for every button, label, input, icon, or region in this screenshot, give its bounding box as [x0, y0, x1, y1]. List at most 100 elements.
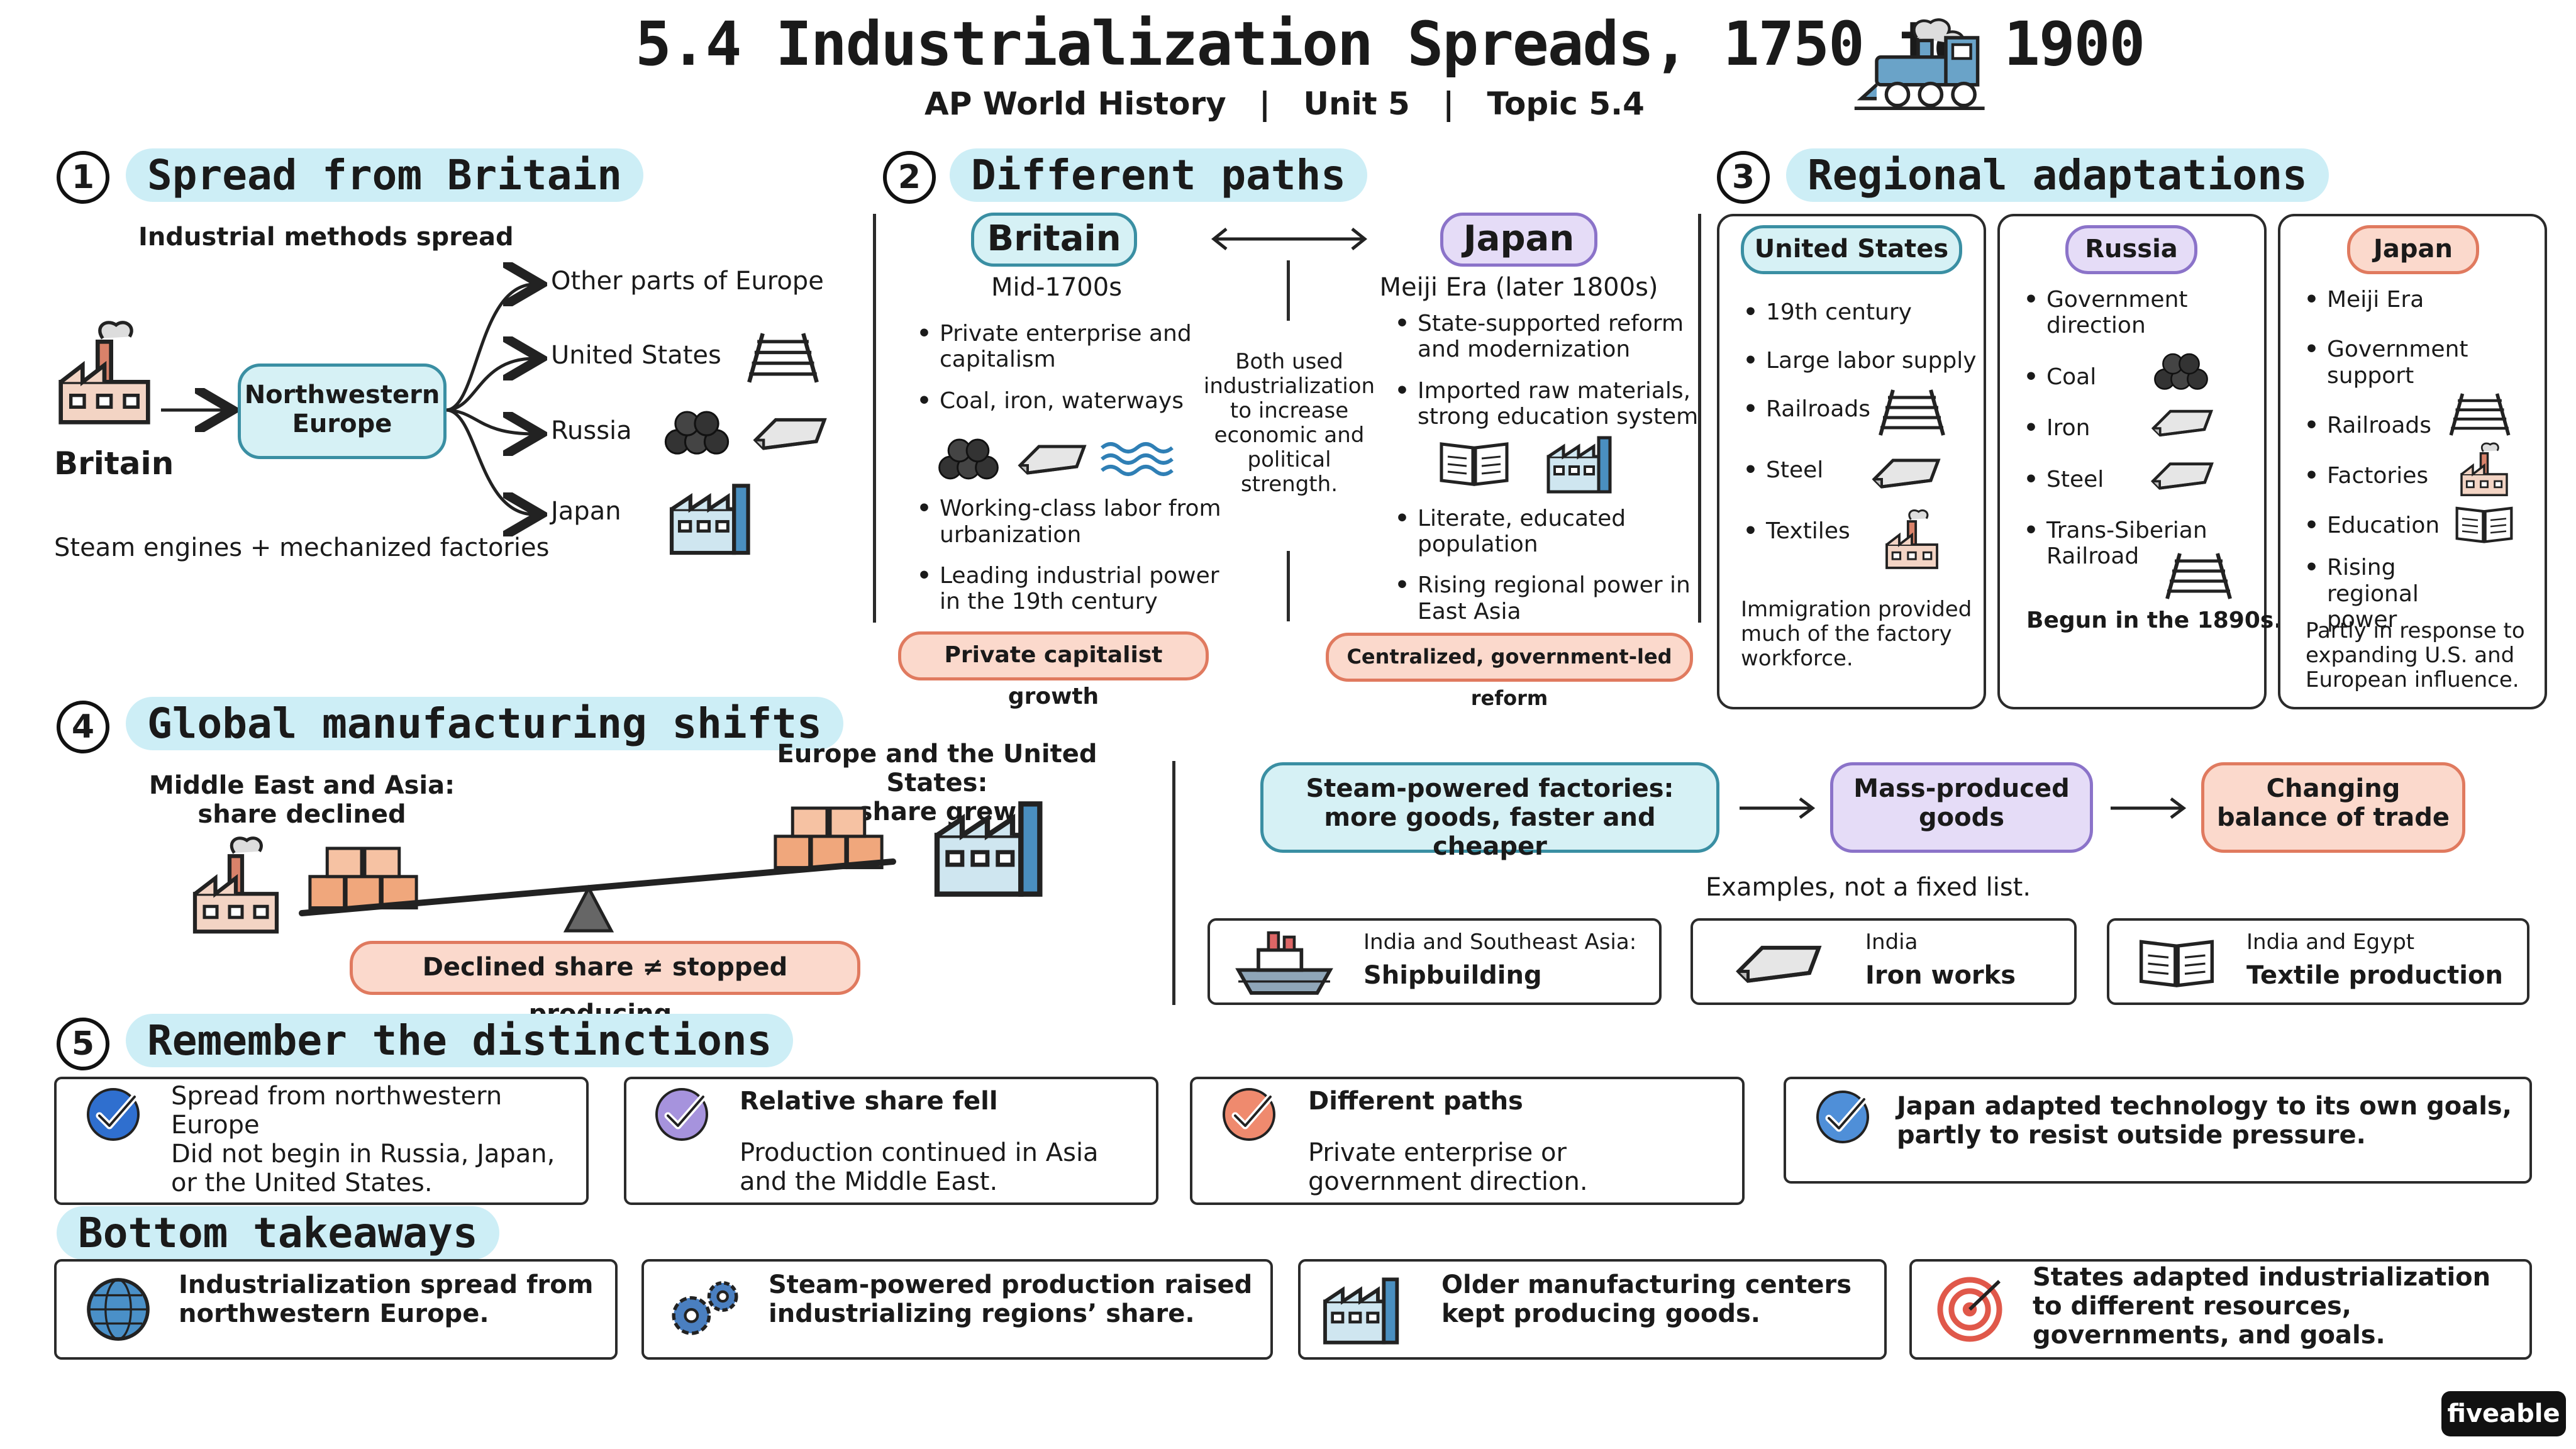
takeaway-card	[1909, 1259, 2532, 1360]
section-2-number: 2	[883, 151, 936, 204]
railroad-track-icon	[742, 331, 824, 385]
britain-bullet: Private enterprise and capitalism	[917, 321, 1235, 373]
steel-beams-icon	[2147, 450, 2216, 501]
spread-caption-bottom: Steam engines + mechanized factories	[54, 533, 550, 562]
old-factory-icon	[2453, 440, 2516, 497]
flow-balance-of-trade: Changing balance of trade	[2201, 762, 2465, 853]
takeaway-text: Steam-powered production raised industri…	[769, 1270, 1253, 1328]
us-item: Large labor supply	[1743, 348, 2005, 374]
target-icon	[1935, 1274, 2005, 1345]
japan-region-label: Japan	[2347, 225, 2479, 274]
factory-icon	[1321, 1272, 1409, 1346]
japan-tag: Centralized, government-led reform	[1326, 633, 1693, 710]
divider-sec4	[1172, 761, 1175, 1005]
middle-connector-bottom	[1287, 551, 1290, 621]
flow-line: Steam-powered factories:	[1306, 774, 1674, 803]
distinction-body: Japan adapted technology to its own goal…	[1897, 1092, 2512, 1150]
note-line: Both used	[1235, 349, 1343, 374]
britain-bullets: Private enterprise and capitalism Coal, …	[912, 321, 1235, 630]
target-japan: Japan	[551, 497, 621, 526]
us-item: Railroads	[1743, 396, 2005, 422]
us-item: Steel	[1743, 457, 2005, 483]
coal-icon	[658, 405, 736, 458]
section-5-number: 5	[57, 1018, 109, 1070]
iron-ingot-icon	[2147, 400, 2216, 445]
japan-bullets: State-supported reform and modernization…	[1390, 311, 1713, 640]
check-icon	[82, 1083, 145, 1146]
japan-bullet: Literate, educated population	[1395, 506, 1713, 558]
example-item: Iron works	[1865, 961, 2016, 990]
russia-item: Iron	[2024, 415, 2273, 441]
russia-label: Russia	[2065, 225, 2197, 274]
britain-bullet: Leading industrial power in the 19th cen…	[917, 563, 1235, 615]
section-5-title: Remember the distinctions	[126, 1014, 794, 1067]
britain-bullet: Working-class labor from urbanization	[917, 496, 1235, 548]
us-item: Textiles	[1743, 518, 2005, 544]
japan-item: Factories	[2304, 463, 2516, 489]
hub-line-2: Europe	[292, 409, 392, 438]
takeaway-card	[641, 1259, 1273, 1360]
note-line: political	[1247, 447, 1331, 473]
book-icon	[2453, 501, 2516, 547]
japan-bullet: Rising regional power in East Asia	[1395, 572, 1713, 625]
waves-icon	[1097, 433, 1175, 483]
japan-items: Meiji Era Government support Railroads F…	[2299, 287, 2516, 648]
check-icon	[1811, 1085, 1874, 1148]
double-arrow-icon	[1211, 228, 1368, 250]
iron-ingot-icon	[1867, 448, 1945, 498]
britain-bullet: Coal, iron, waterways	[917, 388, 1235, 414]
distinction-card	[54, 1077, 589, 1205]
target-united-states: United States	[551, 341, 721, 370]
distinction-card	[624, 1077, 1158, 1205]
takeaway-text: Industrialization spread from northweste…	[179, 1270, 594, 1328]
origin-britain: Britain	[54, 445, 174, 482]
note-line: to increase	[1230, 398, 1349, 424]
page-subtitle: AP World History | Unit 5 | Topic 5.4	[924, 86, 1645, 122]
example-card-textile	[2107, 918, 2529, 1005]
us-note: Immigration provided much of the factory…	[1741, 597, 1972, 672]
example-region: India and Egypt	[2246, 930, 2415, 955]
warning-declined-share: Declined share ≠ stopped producing.	[350, 941, 860, 1028]
brand-logo: fiveable	[2441, 1391, 2566, 1436]
distinction-body: Private enterprise or government directi…	[1308, 1138, 1588, 1196]
hub-line-1: Northwestern	[244, 380, 440, 409]
japan-item: Railroads	[2304, 413, 2516, 439]
flow-arrow	[2111, 797, 2187, 819]
russia-items: Government direction Coal Iron Steel Tra…	[2019, 287, 2273, 585]
section-4-title: Global manufacturing shifts	[126, 697, 843, 750]
flow-line: Mass-produced	[1853, 774, 2070, 803]
railroad-track-icon	[2161, 551, 2236, 601]
right-share-label: Europe and the United States: share grew	[742, 740, 1132, 826]
flow-line: more goods, faster and cheaper	[1324, 803, 1656, 861]
middle-connector-top	[1287, 260, 1290, 321]
japan-era: Meiji Era (later 1800s)	[1379, 273, 1658, 302]
russia-note: Begun in the 1890s.	[2026, 608, 2283, 633]
section-3-number: 3	[1717, 151, 1770, 204]
coal-icon	[2148, 348, 2214, 392]
old-factory-icon	[189, 830, 283, 937]
old-factory-icon	[1874, 507, 1950, 570]
iron-ingot-icon	[748, 406, 830, 460]
train-icon	[1849, 15, 1987, 116]
britain-era: Mid-1700s	[991, 273, 1123, 302]
ship-icon	[1234, 927, 1335, 999]
example-region: India	[1865, 930, 1918, 955]
left-share-label: Middle East and Asia: share declined	[126, 771, 478, 829]
japan-item: Meiji Era	[2304, 287, 2516, 313]
example-item: Textile production	[2246, 961, 2503, 990]
britain-label: Britain	[971, 213, 1137, 267]
globe-icon	[83, 1274, 153, 1345]
japan-region-note: Partly in response to expanding U.S. and…	[2306, 618, 2525, 693]
russia-item: Steel	[2024, 467, 2273, 493]
japan-label: Japan	[1440, 213, 1597, 267]
example-region: India and Southeast Asia:	[1363, 930, 1637, 955]
iron-ingot-icon	[1014, 434, 1089, 484]
both-used-note: Both used industrialization to increase …	[1195, 349, 1384, 497]
japan-item: Education	[2304, 513, 2516, 539]
japan-item: Government support	[2304, 336, 2478, 389]
section-3-title: Regional adaptations	[1786, 148, 2329, 202]
distinction-body: Production continued in Asia and the Mid…	[740, 1138, 1099, 1196]
distinction-head: Spread from northwestern Europe	[171, 1082, 502, 1140]
railroad-track-icon	[1874, 387, 1950, 438]
britain-tag: Private capitalist growth	[898, 631, 1209, 709]
